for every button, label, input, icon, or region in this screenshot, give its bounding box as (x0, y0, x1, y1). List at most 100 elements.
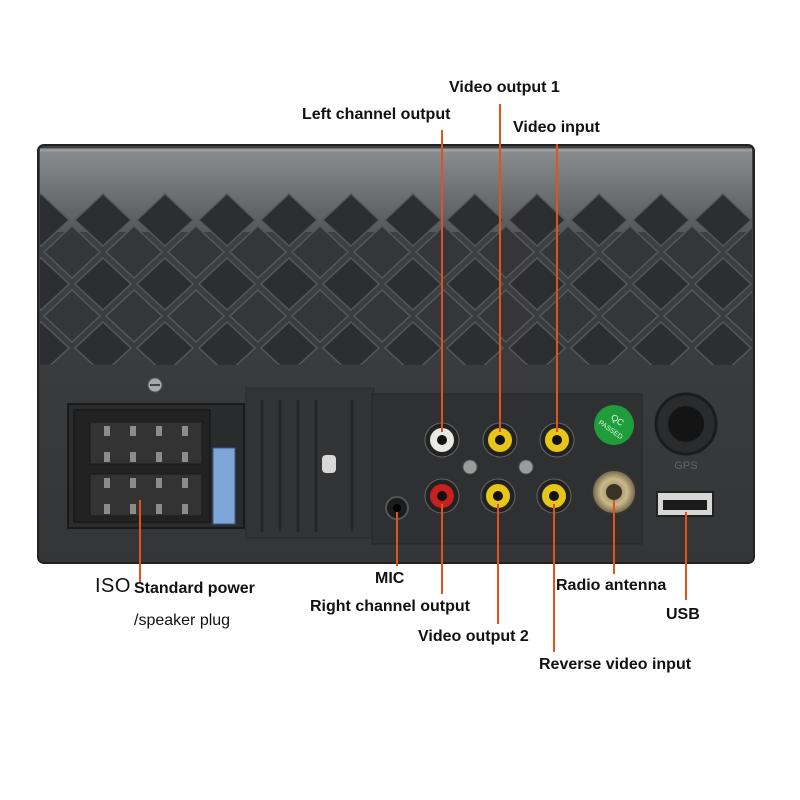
heatsink-fin (724, 290, 752, 342)
heatsink-fin (40, 256, 71, 312)
heatsink-fin (600, 224, 660, 280)
vent-ribs (245, 387, 375, 539)
heatsink-fin (507, 192, 567, 248)
heatsink-fin (40, 320, 71, 365)
gps-text: GPS (674, 460, 697, 472)
label-radio-antenna: Radio antenna (556, 577, 667, 594)
heatsink-fin (538, 288, 598, 344)
label-usb: USB (666, 606, 700, 623)
heatsink-fin (135, 320, 195, 365)
heatsink-fin (73, 256, 133, 312)
heatsink-fin (228, 224, 288, 280)
heatsink-fin (693, 320, 752, 365)
heatsink-fin (321, 320, 381, 365)
heatsink-fin (383, 320, 443, 365)
heatsink-fin (42, 224, 102, 280)
heatsink-fin (600, 288, 660, 344)
iso-pin (130, 452, 136, 462)
label-mic: MIC (375, 570, 405, 587)
iso-pin (156, 478, 162, 488)
heatsink-fin (693, 192, 752, 248)
radio-antenna-socket (591, 469, 637, 515)
fuse (212, 447, 236, 525)
iso-pin (130, 478, 136, 488)
label-speaker-plug: /speaker plug (134, 612, 231, 629)
heatsink-fin (757, 194, 800, 246)
heatsink-fin (259, 192, 319, 248)
heatsink-fin (662, 288, 722, 344)
heatsink-fin (259, 320, 319, 365)
iso-pin (156, 426, 162, 436)
heatsink-fin (724, 226, 752, 278)
bolt-left (462, 459, 478, 475)
heatsink-fin (73, 320, 133, 365)
label-left-channel-output: Left channel output (302, 106, 451, 123)
heatsink-fin (414, 224, 474, 280)
heatsink-fin (569, 320, 629, 365)
heatsink-fin (662, 224, 722, 280)
heatsink-fin (476, 288, 536, 344)
iso-pin (130, 504, 136, 514)
heatsink-fin (321, 256, 381, 312)
rca-video-input (539, 422, 575, 458)
heatsink-fin (104, 288, 164, 344)
heatsink-fin (290, 224, 350, 280)
heatsink-fin (445, 192, 505, 248)
rca-reverse-video-input (536, 478, 572, 514)
heatsink-fin (569, 192, 629, 248)
heatsink-fin (757, 322, 800, 374)
label-reverse-video-input: Reverse video input (539, 656, 692, 673)
heatsink-fin (383, 192, 443, 248)
iso-pin (156, 452, 162, 462)
label-video-input: Video input (513, 119, 600, 136)
heatsink-fin (414, 288, 474, 344)
heatsink-fin (135, 192, 195, 248)
heatsink-fin (259, 256, 319, 312)
rca-video-output-1 (482, 422, 518, 458)
mic-jack (385, 496, 409, 520)
heatsink-fin (352, 288, 412, 344)
label-iso: ISO (95, 575, 131, 597)
heatsink-fin (321, 192, 381, 248)
heatsink-fin (42, 288, 102, 344)
heatsink-fin (228, 288, 288, 344)
label-video-output-2: Video output 2 (418, 628, 529, 645)
iso-pin (156, 504, 162, 514)
heatsink-fin (445, 256, 505, 312)
iso-pin (182, 504, 188, 514)
heatsink-fin (569, 256, 629, 312)
iso-pin (182, 426, 188, 436)
heatsink-fin (538, 224, 598, 280)
heatsink-fin (352, 224, 412, 280)
heatsink-fin (135, 256, 195, 312)
label-right-channel-output: Right channel output (310, 598, 470, 615)
heatsink-fin (104, 224, 164, 280)
heatsink-fin (445, 320, 505, 365)
screw-top (147, 377, 163, 393)
heatsink-fin (631, 192, 691, 248)
heatsink-fin (383, 256, 443, 312)
heatsink-fin (166, 288, 226, 344)
iso-pin (104, 426, 110, 436)
heatsink-fin (197, 256, 257, 312)
iso-pin (130, 426, 136, 436)
rca-video-output-2 (480, 478, 516, 514)
gps-port: GPS (654, 392, 718, 472)
label-standard-power: Standard power (134, 580, 255, 597)
heatsink-fin (507, 320, 567, 365)
iso-pin (182, 478, 188, 488)
qc-passed-badge: QC PASSED (594, 405, 634, 445)
heatsink-fin (507, 256, 567, 312)
label-video-output-1: Video output 1 (449, 79, 560, 96)
iso-pin (182, 452, 188, 462)
heatsink-fin (631, 256, 691, 312)
heatsink-fin (290, 288, 350, 344)
iso-connector (67, 403, 245, 529)
heatsink-fin (40, 192, 71, 248)
heatsink-fin (197, 192, 257, 248)
bolt-right (518, 459, 534, 475)
iso-pin (104, 452, 110, 462)
heatsink-fin (476, 224, 536, 280)
heatsink-fin (631, 320, 691, 365)
